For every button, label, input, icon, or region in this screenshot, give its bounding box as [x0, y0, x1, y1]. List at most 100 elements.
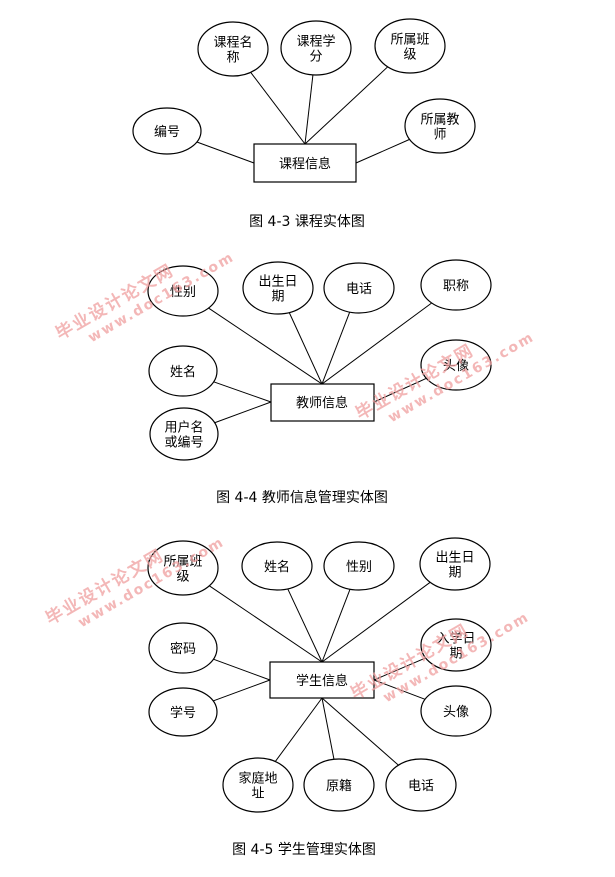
- relationship-line: [212, 679, 271, 702]
- relationship-line: [250, 72, 306, 145]
- attribute-ellipse: [385, 758, 457, 812]
- entity-label: 学生信息: [296, 673, 348, 689]
- relationship-line: [321, 697, 335, 760]
- attribute-label: 职称: [443, 279, 469, 294]
- entity-box: [269, 661, 375, 699]
- attribute-ellipse: [241, 541, 313, 591]
- attribute-label-line: 所属班: [390, 33, 429, 48]
- attribute-label: 头像: [443, 705, 469, 720]
- relationship-line: [304, 66, 389, 145]
- attribute-ellipse: [420, 259, 492, 311]
- attribute-label: 电话: [408, 779, 434, 794]
- attribute-label-line: 出生日: [435, 551, 474, 566]
- relationship-line: [288, 312, 323, 385]
- attribute-ellipse: [197, 21, 269, 77]
- attribute-label-line: 课程名: [213, 35, 252, 51]
- relationship-line: [208, 307, 323, 385]
- relationship-line: [321, 697, 399, 766]
- relationship-line: [213, 658, 271, 681]
- relationship-line: [274, 697, 323, 762]
- attribute-label-line: 期: [449, 647, 462, 662]
- attribute-label-line: 学号: [170, 705, 196, 721]
- attribute-label-line: 编号: [154, 125, 180, 140]
- attribute-label-line: 密码: [170, 641, 196, 657]
- attribute-label-line: 级: [403, 48, 416, 63]
- attribute-label-line: 姓名: [264, 559, 290, 575]
- relationship-line: [214, 401, 272, 424]
- attribute-label-line: 电话: [408, 779, 434, 794]
- entity-box: [253, 143, 357, 183]
- attribute-label-line: 姓名: [170, 364, 196, 380]
- attribute-ellipse: [420, 339, 492, 391]
- relationship-line: [321, 311, 351, 385]
- attribute-label: 入学日期: [436, 631, 475, 662]
- attribute-ellipse: [148, 622, 218, 674]
- attribute-ellipse: [303, 758, 375, 812]
- relationship-line: [321, 581, 431, 663]
- attribute-ellipse: [242, 261, 314, 315]
- attribute-label-line: 分: [309, 50, 322, 65]
- relationship-line: [321, 302, 432, 385]
- relationship-line: [196, 141, 255, 164]
- attribute-label: 出生日期: [435, 551, 474, 581]
- attribute-label-line: 家庭地: [238, 771, 277, 787]
- entity-label: 课程信息: [279, 156, 331, 172]
- attribute-ellipse: [222, 757, 294, 813]
- attribute-label-line: 头像: [443, 705, 469, 720]
- attribute-label: 用户名或编号: [164, 420, 203, 451]
- attribute-ellipse: [419, 537, 491, 591]
- attribute-label: 课程学分: [296, 34, 335, 65]
- attribute-label-line: 头像: [443, 359, 469, 374]
- attribute-label-line: 原籍: [326, 778, 352, 794]
- relationship-line: [304, 74, 314, 145]
- relationship-line: [213, 381, 272, 403]
- attribute-label-line: 课程学: [296, 34, 335, 50]
- attribute-label: 编号: [154, 125, 180, 140]
- attribute-ellipse: [149, 407, 219, 461]
- attribute-label: 学号: [170, 705, 196, 721]
- attribute-label: 电话: [346, 282, 372, 297]
- entity-box: [270, 383, 375, 422]
- attribute-ellipse: [323, 541, 395, 591]
- attribute-label: 性别: [170, 285, 196, 300]
- attribute-ellipse: [420, 685, 492, 737]
- attribute-label: 姓名: [264, 559, 290, 575]
- attribute-ellipse: [148, 345, 218, 397]
- attribute-label-line: 师: [433, 128, 446, 143]
- attribute-label-line: 所属教: [420, 112, 459, 128]
- attribute-ellipse: [132, 107, 202, 155]
- attribute-label: 课程名称: [213, 35, 252, 66]
- figure-caption: 图 4-3 课程实体图: [249, 214, 365, 230]
- attribute-label-line: 出生日: [258, 275, 297, 290]
- attribute-label-line: 期: [448, 566, 461, 581]
- attribute-ellipse: [147, 265, 219, 317]
- attribute-label-line: 职称: [443, 279, 469, 294]
- figure-caption: 图 4-4 教师信息管理实体图: [216, 489, 388, 506]
- attribute-label-line: 性别: [170, 285, 196, 300]
- attribute-label: 所属教师: [420, 112, 459, 143]
- attribute-label: 出生日期: [258, 275, 297, 305]
- attribute-ellipse: [147, 540, 219, 596]
- attribute-label: 性别: [346, 560, 372, 575]
- attribute-label-line: 所属班: [163, 555, 202, 570]
- attribute-label-line: 电话: [346, 282, 372, 297]
- attribute-label: 原籍: [326, 778, 352, 794]
- relationship-line: [321, 589, 351, 663]
- attribute-label-line: 或编号: [164, 436, 203, 451]
- figure-caption: 图 4-5 学生管理实体图: [232, 842, 376, 858]
- attribute-label-line: 称: [226, 51, 239, 66]
- relationship-line: [355, 138, 410, 164]
- attribute-ellipse: [420, 618, 492, 672]
- attribute-ellipse: [374, 18, 446, 74]
- attribute-label-line: 用户名: [164, 420, 203, 436]
- relationship-line: [373, 377, 427, 403]
- attribute-ellipse: [404, 98, 476, 154]
- relationship-line: [209, 585, 323, 663]
- attribute-label-line: 级: [176, 570, 189, 585]
- attribute-label: 所属班级: [163, 555, 202, 585]
